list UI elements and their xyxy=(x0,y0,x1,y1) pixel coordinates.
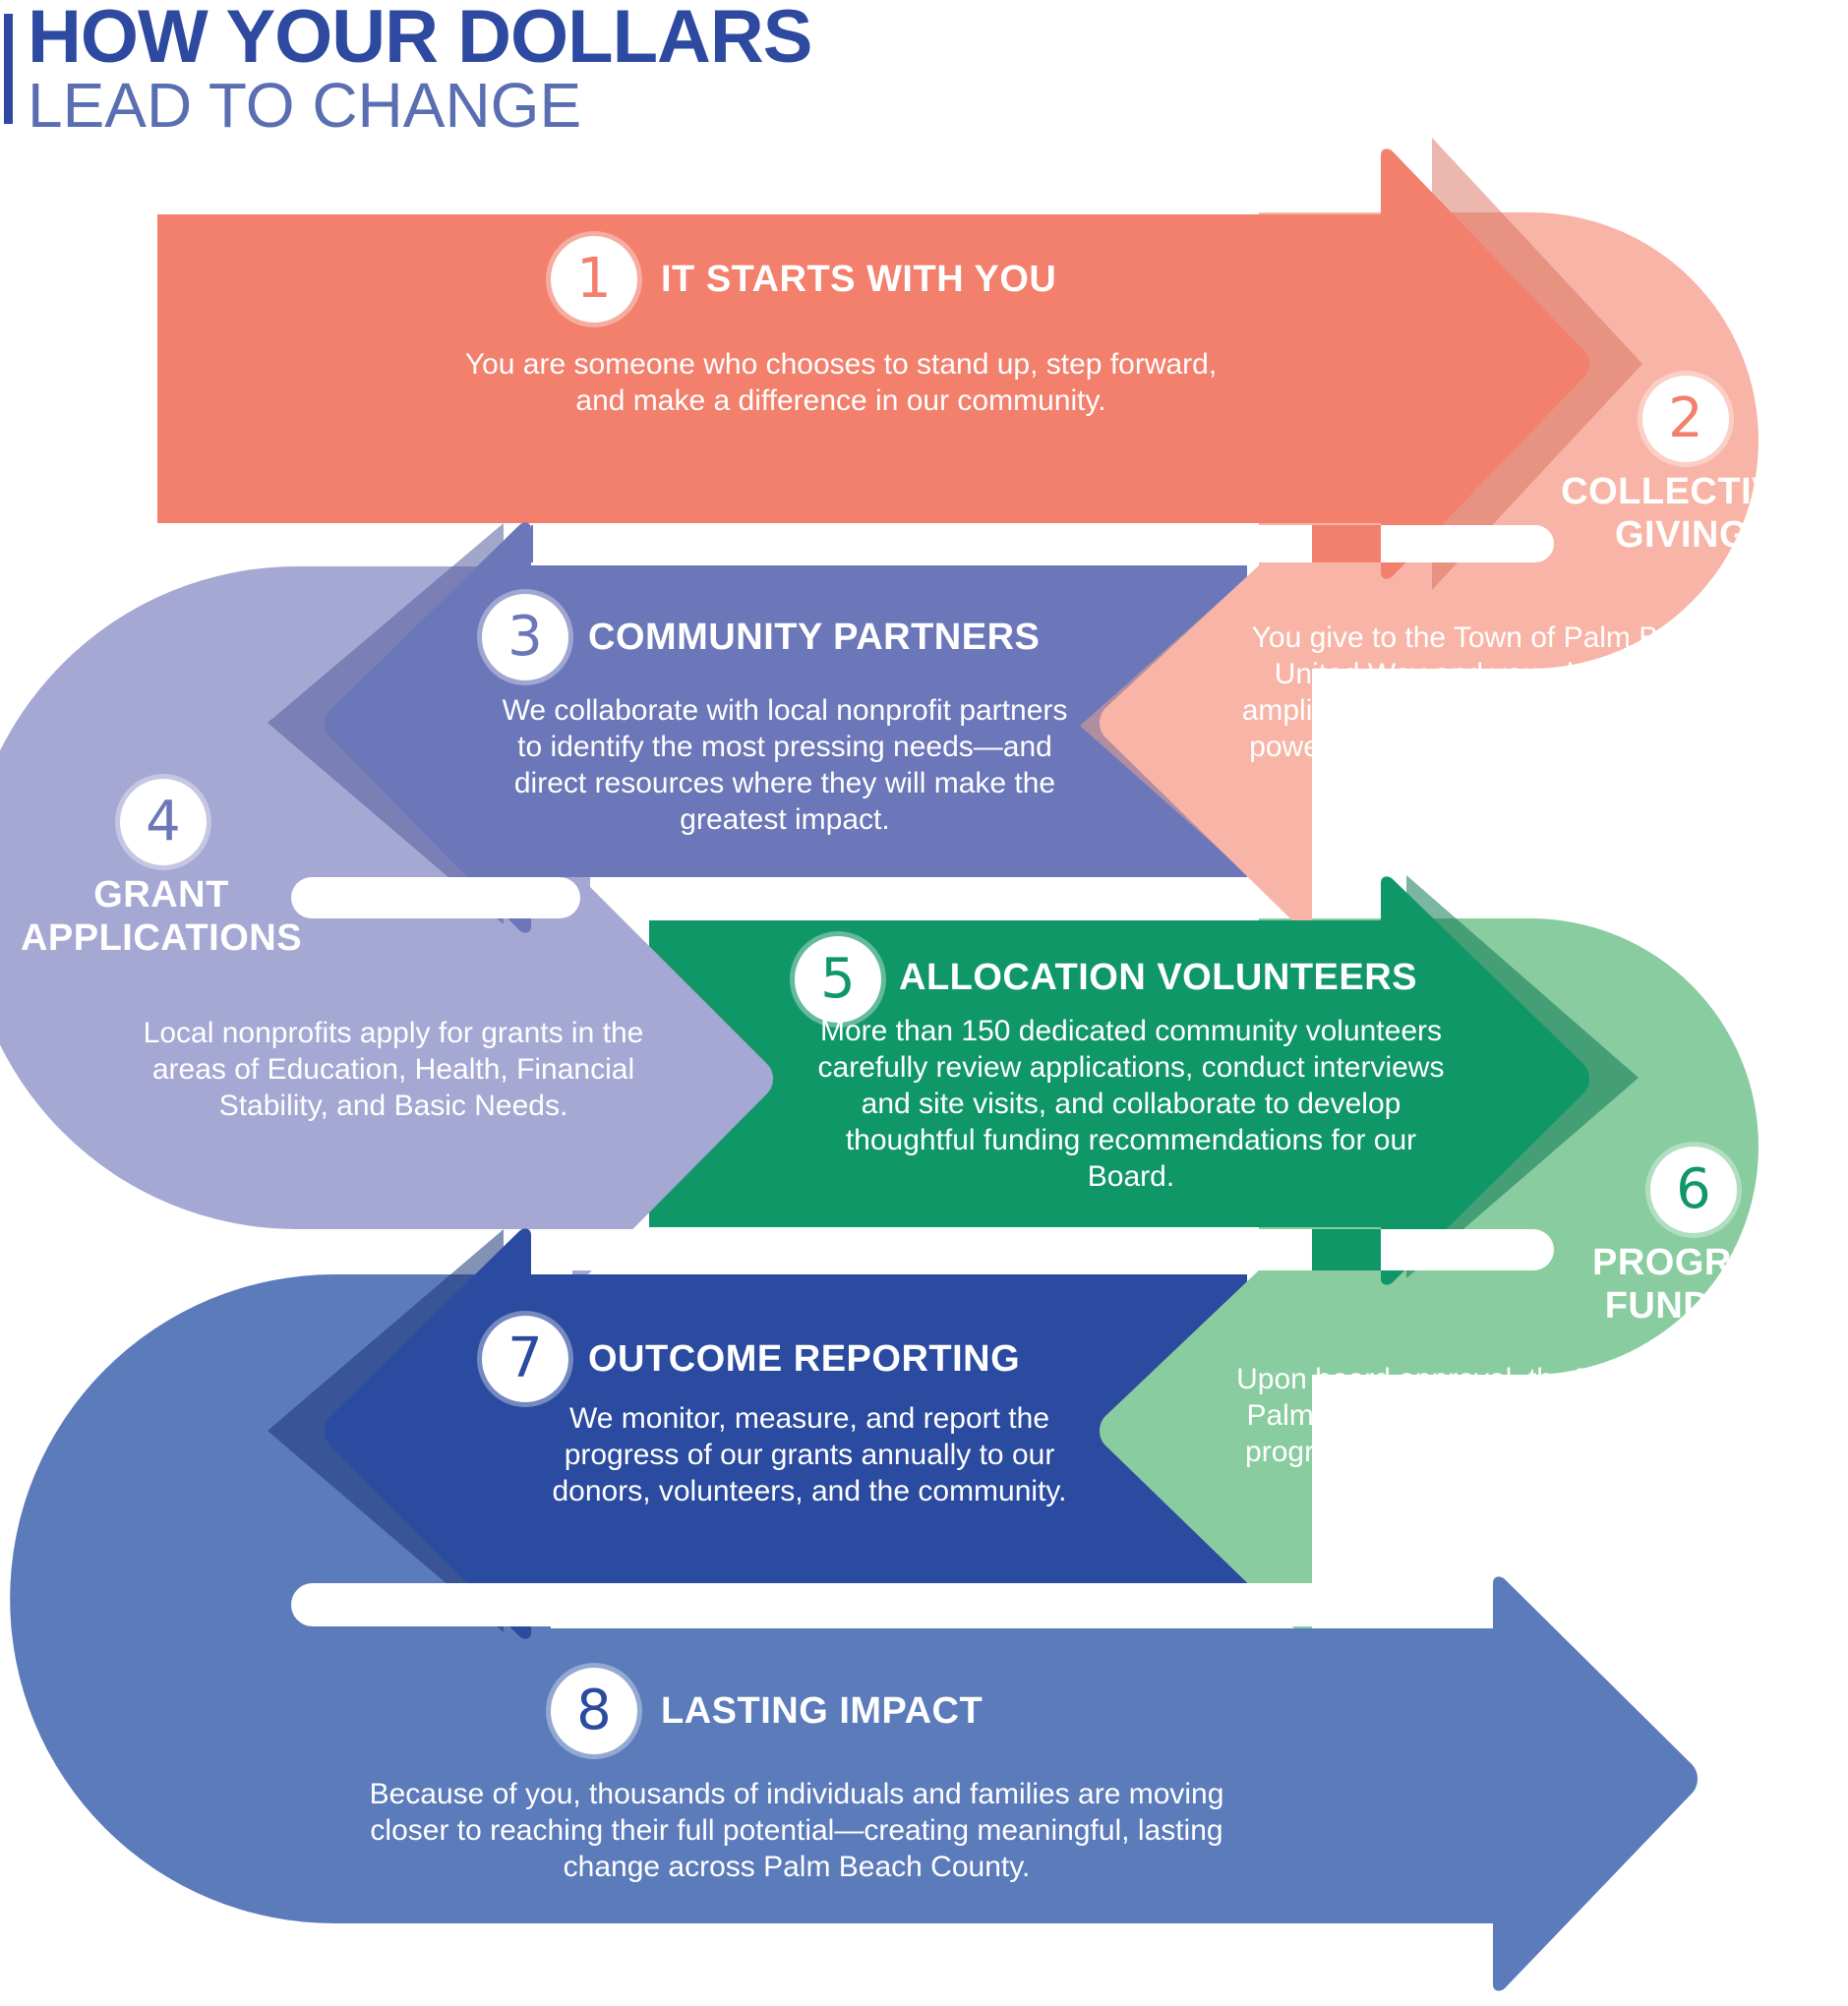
step-6-number: 6 xyxy=(1676,1157,1711,1221)
step-2-description: You give to the Town of Palm Beach Unite… xyxy=(1241,621,1733,799)
step-4-description: Local nonprofits apply for grants in the… xyxy=(143,1017,644,1122)
step-5-number: 5 xyxy=(820,947,856,1011)
connector-bar xyxy=(291,877,580,918)
step-5-badge: 5 xyxy=(795,936,881,1023)
step-3-number: 3 xyxy=(507,605,543,669)
step-1-arrow xyxy=(157,148,1589,579)
step-4-badge: 4 xyxy=(120,779,207,865)
title-accent-bar xyxy=(4,14,13,124)
step-7-badge: 7 xyxy=(482,1316,568,1402)
step-5-title: ALLOCATION VOLUNTEERS xyxy=(899,957,1418,998)
step-3-description: We collaborate with local nonprofit part… xyxy=(502,694,1068,836)
step-8-title: LASTING IMPACT xyxy=(661,1690,984,1732)
step-1-description: You are someone who chooses to stand up,… xyxy=(464,348,1218,417)
step-8-arrow xyxy=(531,1576,1698,1991)
step-8-badge: 8 xyxy=(551,1668,637,1754)
step-5-description: More than 150 dedicated community volunt… xyxy=(817,1015,1445,1193)
step-7-number: 7 xyxy=(507,1327,543,1390)
step-2-arrow xyxy=(1100,524,1312,931)
step-4-title: GRANT APPLICATIONS xyxy=(20,874,303,959)
step-8-description: Because of you, thousands of individuals… xyxy=(369,1778,1224,1883)
step-2-number: 2 xyxy=(1668,386,1703,450)
step-8-number: 8 xyxy=(576,1679,612,1742)
step-2-badge: 2 xyxy=(1642,376,1729,462)
step-4-number: 4 xyxy=(146,790,181,854)
connector-bar xyxy=(531,1229,1554,1270)
step-6-title: PROGRAM FUNDING xyxy=(1592,1242,1791,1327)
step-6-badge: 6 xyxy=(1650,1147,1737,1233)
step-7-title: OUTCOME REPORTING xyxy=(588,1338,1021,1380)
step-3-badge: 3 xyxy=(482,594,568,680)
step-5-arrow xyxy=(649,876,1589,1285)
step-6-description: Upon board approval, the Town of Palm Be… xyxy=(1236,1363,1679,1504)
step-1-title: IT STARTS WITH YOU xyxy=(661,259,1057,300)
connector-bar xyxy=(531,525,1554,562)
connector-bar xyxy=(291,1583,1493,1626)
page-title: HOW YOUR DOLLARS xyxy=(28,0,812,79)
step-1-number: 1 xyxy=(576,247,612,311)
step-3-title: COMMUNITY PARTNERS xyxy=(588,617,1041,658)
step-2-title: COLLECTIVE GIVING xyxy=(1561,471,1803,556)
step-1-badge: 1 xyxy=(551,236,637,323)
page-subtitle: LEAD TO CHANGE xyxy=(28,70,582,141)
step-7-description: We monitor, measure, and report the prog… xyxy=(552,1402,1067,1507)
